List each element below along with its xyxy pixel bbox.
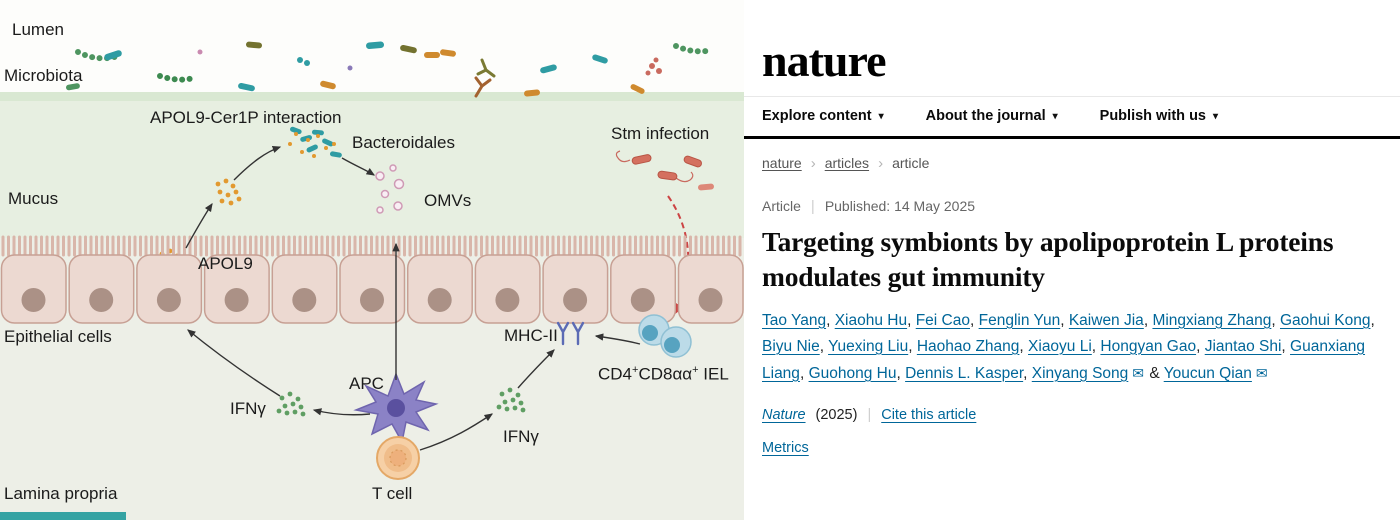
cell-nucleus xyxy=(224,288,249,312)
nav-explore-content[interactable]: Explore content ▾ xyxy=(762,108,884,124)
label-mhc-ii: MHC-II xyxy=(504,326,558,345)
pathway-arrows xyxy=(185,146,641,451)
label-microbiota: Microbiota xyxy=(4,66,83,85)
epithelial-cell-row xyxy=(0,254,744,324)
author-link[interactable]: Tao Yang xyxy=(762,311,827,329)
published-date: Published: 14 May 2025 xyxy=(824,198,976,214)
journal-citation-row: Nature (2025) | Cite this article xyxy=(762,407,1376,423)
label-apc: APC xyxy=(349,374,384,393)
author-link[interactable]: Gaohui Kong xyxy=(1279,311,1371,329)
citation-divider-bar: | xyxy=(867,406,872,423)
nav-publish-with-us[interactable]: Publish with us ▾ xyxy=(1099,108,1219,124)
main-nav: Explore content ▾ About the journal ▾ Pu… xyxy=(744,96,1400,136)
chevron-down-icon: ▾ xyxy=(1213,110,1219,122)
stm-bacteria-icon xyxy=(615,150,714,191)
label-cd4-cd8aa-iel: CD4+CD8αα+ IEL xyxy=(598,364,729,384)
meta-divider-bar: | xyxy=(810,197,815,215)
t-cell-icon xyxy=(376,436,420,480)
author-link[interactable]: Xiaohu Hu xyxy=(834,311,908,329)
author-link[interactable]: Dennis L. Kasper xyxy=(905,364,1024,382)
journal-link[interactable]: Nature xyxy=(762,406,806,423)
metrics-row: Metrics xyxy=(762,439,1376,457)
label-lamina-propria: Lamina propria xyxy=(4,484,118,503)
label-bacteroidales: Bacteroidales xyxy=(352,133,456,152)
author-link[interactable]: Mingxiang Zhang xyxy=(1152,311,1272,329)
gut-immunity-diagram xyxy=(0,41,744,520)
article-meta: Article | Published: 14 May 2025 xyxy=(762,198,1376,215)
mhc-ii-icon xyxy=(556,321,585,346)
nav-about-the-journal[interactable]: About the journal ▾ xyxy=(925,108,1058,124)
author-link[interactable]: Kaiwen Jia xyxy=(1068,311,1144,329)
article-type-label: Article xyxy=(762,198,801,214)
chevron-down-icon: ▾ xyxy=(878,110,884,122)
metrics-link[interactable]: Metrics xyxy=(762,439,809,456)
chevron-right-icon: › xyxy=(878,154,884,172)
breadcrumb-article: article xyxy=(892,155,930,171)
label-t-cell: T cell xyxy=(372,484,413,503)
villi-brush-border xyxy=(1,235,742,257)
cell-nucleus xyxy=(156,288,181,312)
apol9-cer1p-cluster-icon xyxy=(288,126,342,158)
cell-nucleus xyxy=(698,288,723,312)
cell-nucleus xyxy=(292,288,317,312)
label-ifng-right: IFNγ xyxy=(503,427,539,446)
breadcrumb-articles[interactable]: articles xyxy=(824,155,870,171)
ifng-dots-icon xyxy=(276,387,526,417)
omv-icons xyxy=(375,164,405,214)
label-apol9: APOL9 xyxy=(198,254,253,273)
label-stm-infection: Stm infection xyxy=(611,124,710,143)
nature-logo[interactable]: nature xyxy=(762,35,887,86)
chevron-down-icon: ▾ xyxy=(1052,110,1058,122)
label-omvs: OMVs xyxy=(424,191,472,210)
author-link[interactable]: Jiantao Shi xyxy=(1204,337,1282,355)
author-link[interactable]: Guohong Hu xyxy=(808,364,897,382)
cell-nucleus xyxy=(427,288,452,312)
journal-year: (2025) xyxy=(815,406,858,423)
figure-corner-bar xyxy=(0,512,126,520)
article-content: nature › articles › article Article | Pu… xyxy=(744,155,1400,457)
breadcrumb-nature[interactable]: nature xyxy=(762,155,802,171)
email-icon[interactable]: ✉ xyxy=(1255,364,1268,381)
label-lumen: Lumen xyxy=(12,20,64,39)
iel-cells-icon xyxy=(638,314,692,358)
author-link[interactable]: Fenglin Yun xyxy=(978,311,1061,329)
gut-immunity-figure: Lumen Microbiota APOL9-Cer1P interaction… xyxy=(0,20,744,520)
author-link[interactable]: Guanxiang Liang xyxy=(762,337,1366,382)
author-ampersand: & xyxy=(1145,364,1164,382)
chevron-right-icon: › xyxy=(810,154,816,172)
mucus-edge xyxy=(0,92,744,101)
author-link[interactable]: Haohao Zhang xyxy=(916,337,1020,355)
cell-nucleus xyxy=(630,288,655,312)
author-link[interactable]: Yuexing Liu xyxy=(828,337,909,355)
cite-this-article-link[interactable]: Cite this article xyxy=(881,406,977,423)
author-link[interactable]: Youcun Qian xyxy=(1163,364,1252,382)
breadcrumb: nature › articles › article xyxy=(762,155,1376,172)
label-apol9-cer1p: APOL9-Cer1P interaction xyxy=(150,108,342,127)
author-link[interactable]: Fei Cao xyxy=(915,311,970,329)
cell-nucleus xyxy=(360,288,384,312)
cell-nucleus xyxy=(21,288,46,312)
email-icon[interactable]: ✉ xyxy=(1132,364,1145,381)
label-mucus: Mucus xyxy=(8,189,59,208)
label-ifng-left: IFNγ xyxy=(230,399,266,418)
article-title: Targeting symbionts by apolipoprotein L … xyxy=(762,225,1334,292)
nav-divider xyxy=(744,136,1400,139)
author-link[interactable]: Hongyan Gao xyxy=(1100,337,1197,355)
author-list: Tao Yang, Xiaohu Hu, Fei Cao, Fenglin Yu… xyxy=(762,311,1375,382)
label-epithelial-cells: Epithelial cells xyxy=(4,327,112,346)
cell-nucleus xyxy=(89,288,114,312)
cell-nucleus xyxy=(495,288,520,312)
bacteria-icons xyxy=(66,41,715,98)
author-link[interactable]: Xinyang Song xyxy=(1031,364,1129,382)
article-page: nature Explore content ▾ About the journ… xyxy=(744,0,1400,520)
cell-nucleus xyxy=(563,288,588,312)
author-link[interactable]: Xiaoyu Li xyxy=(1028,337,1092,355)
author-link[interactable]: Biyu Nie xyxy=(762,337,820,355)
mucus-zone xyxy=(0,92,744,238)
